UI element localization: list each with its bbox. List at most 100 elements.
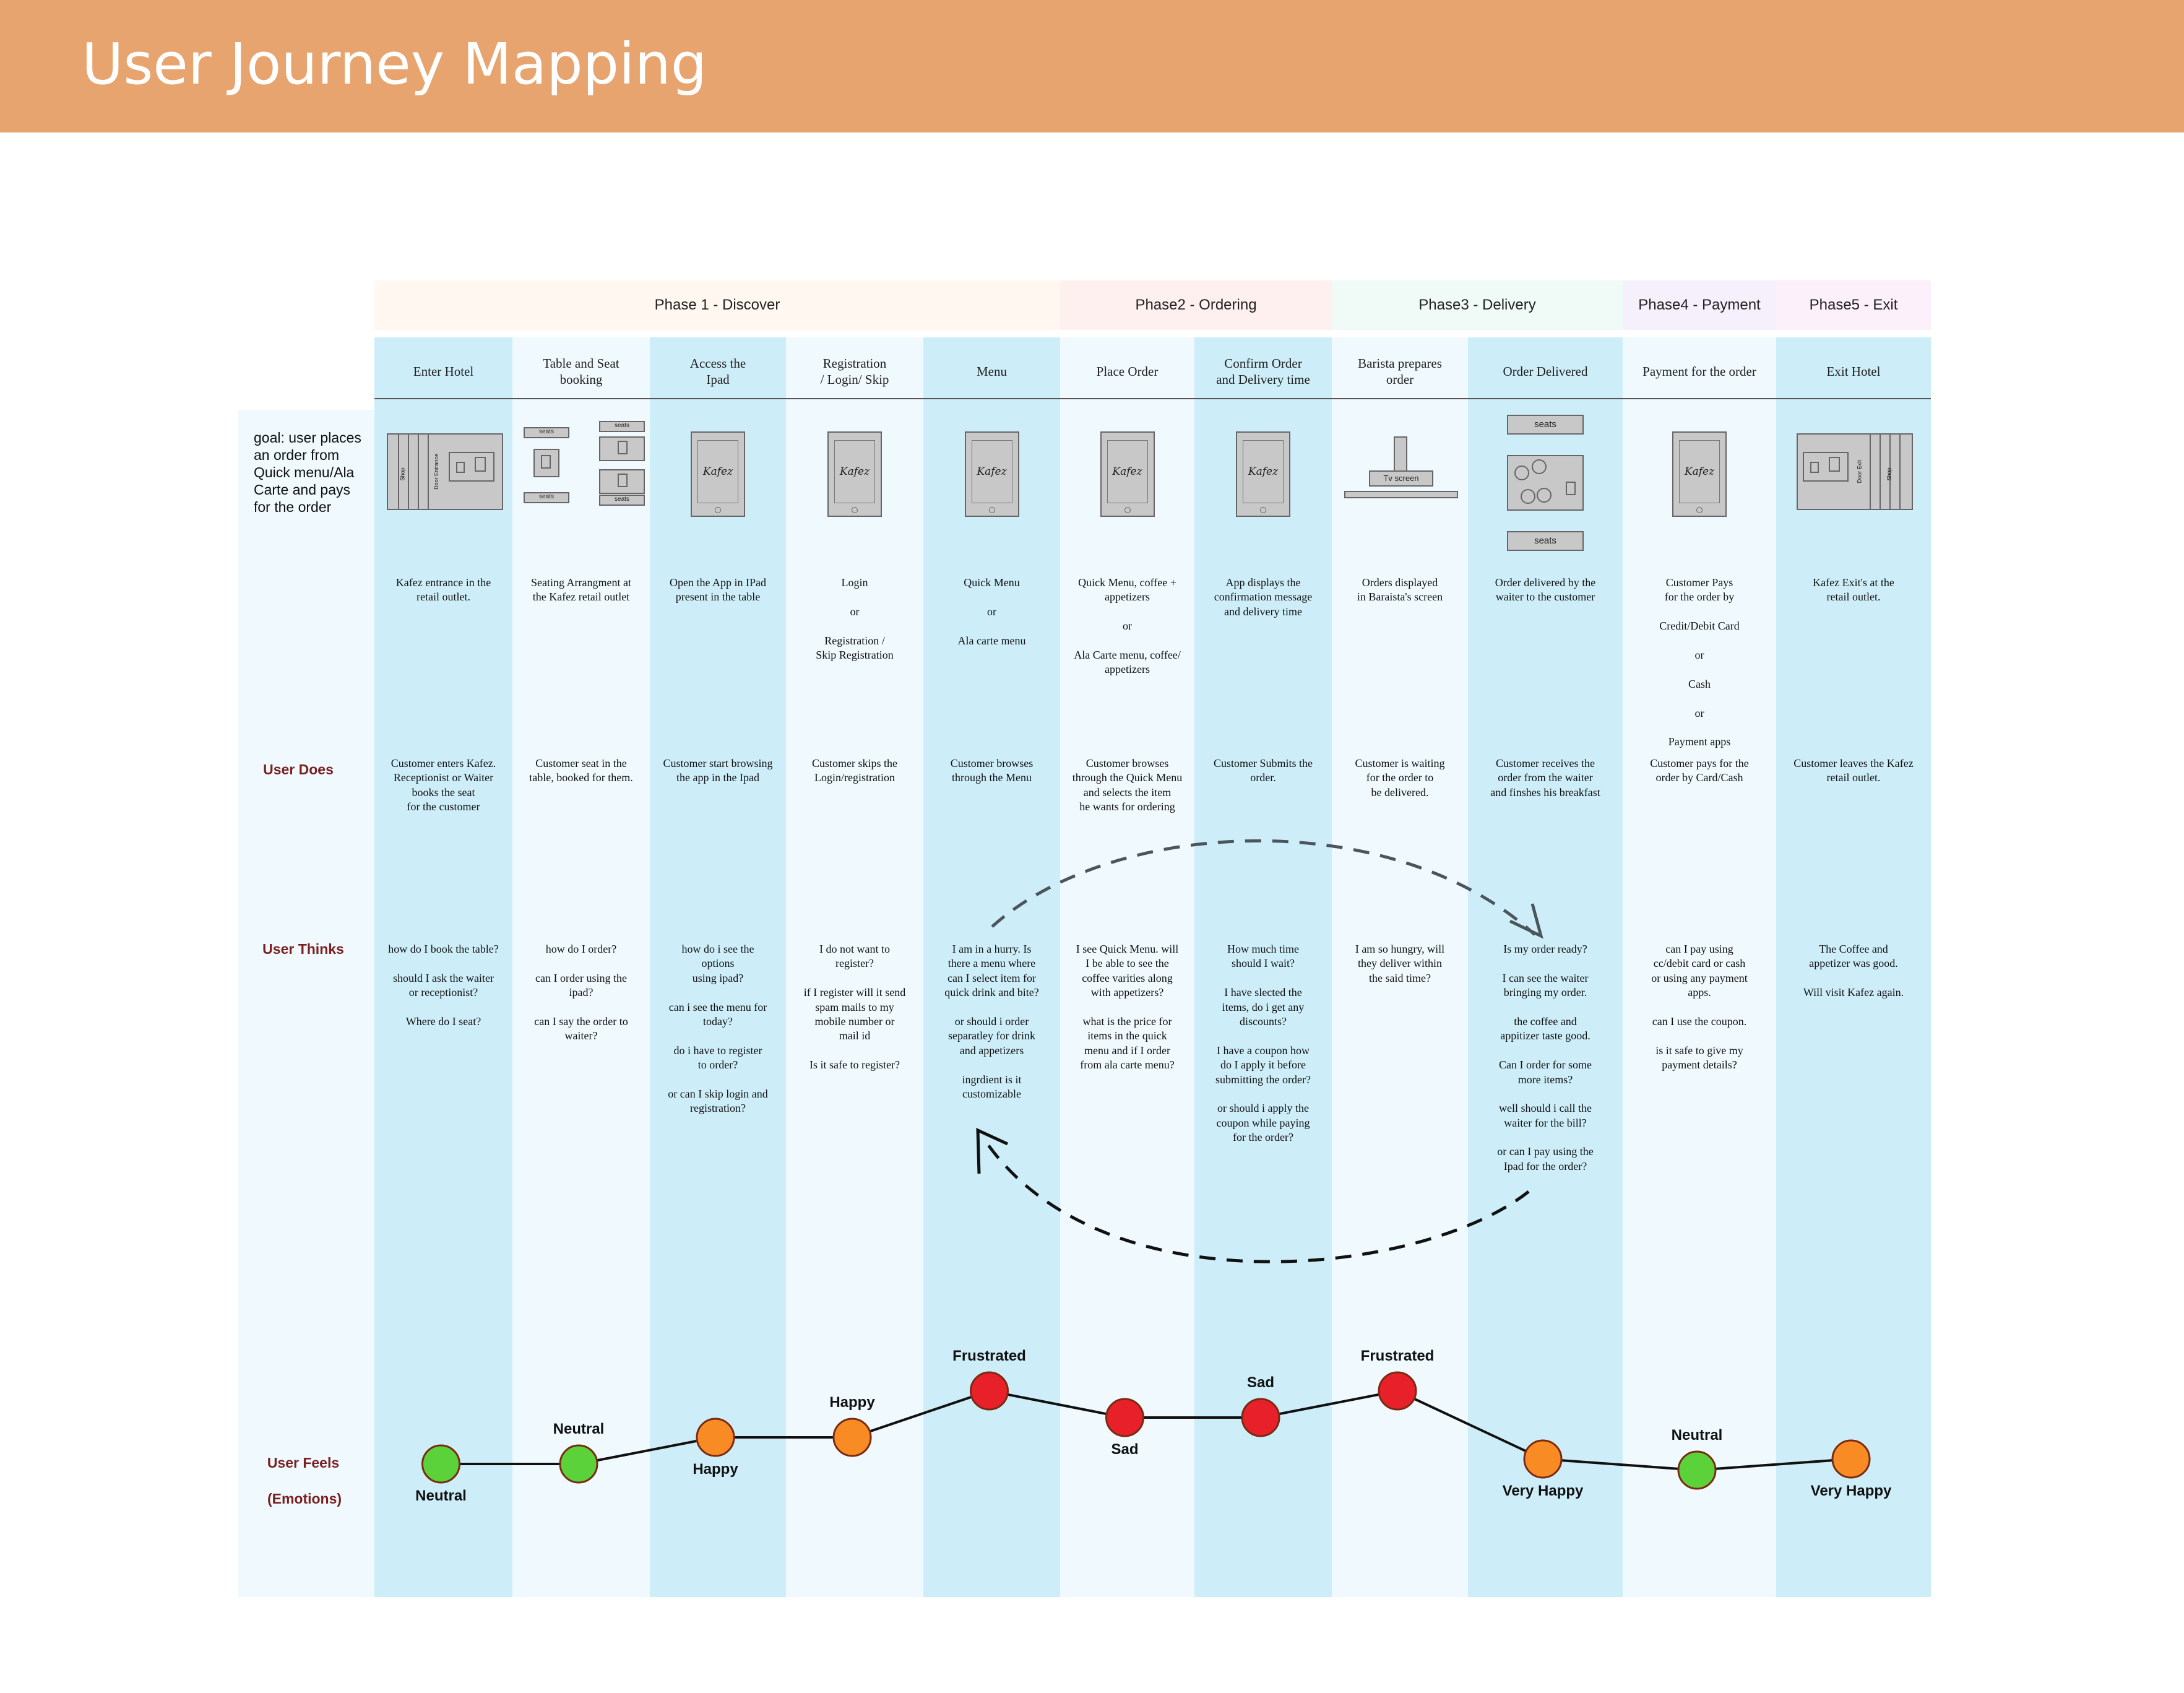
ipad-home-button bbox=[852, 507, 858, 513]
kafez-ipad-icon: Kafez bbox=[1672, 431, 1727, 517]
emotion-label: Sad bbox=[1246, 1374, 1275, 1391]
step-column bbox=[1060, 337, 1194, 1597]
emotion-node bbox=[1241, 1398, 1280, 1437]
step-title: Enter Hotel bbox=[413, 363, 474, 379]
seat-label: seats bbox=[599, 421, 645, 432]
step-column bbox=[650, 337, 786, 1597]
step-description: Kafez entrance in the retail outlet. bbox=[395, 576, 491, 604]
emotion-node bbox=[559, 1444, 598, 1484]
page-title: User Journey Mapping bbox=[82, 31, 707, 97]
ipad-screen-logo: Kafez bbox=[1107, 440, 1148, 503]
emotion-label: Very Happy bbox=[1810, 1483, 1892, 1499]
kafez-ipad-icon: Kafez bbox=[827, 431, 882, 517]
ipad-home-button bbox=[1260, 507, 1266, 513]
step-column bbox=[1776, 337, 1931, 1597]
kafez-ipad-icon: Kafez bbox=[691, 431, 745, 517]
cup-icon bbox=[1514, 465, 1529, 480]
register-icon bbox=[474, 457, 486, 472]
emotion-label: Neutral bbox=[553, 1421, 605, 1437]
emotion-node bbox=[1831, 1439, 1871, 1479]
user-does-text: Customer browses through the Menu bbox=[950, 757, 1034, 784]
kafez-ipad-icon: Kafez bbox=[964, 431, 1019, 517]
user-thinks-text: I do not want to register? if I register… bbox=[803, 943, 906, 1072]
user-does-text: Customer enters Kafez. Receptionist or W… bbox=[391, 757, 496, 813]
step-title: Barista prepares order bbox=[1358, 355, 1442, 387]
phase-5-header: Phase5 - Exit bbox=[1776, 280, 1931, 330]
row-label-user-does: User Does bbox=[263, 761, 334, 777]
user-does-text: Customer Submits the order. bbox=[1213, 757, 1313, 784]
user-thinks-text: how do i see the options using ipad? can… bbox=[668, 943, 768, 1115]
cup-icon bbox=[1537, 488, 1552, 503]
emotion-trend-line bbox=[441, 1389, 1852, 1472]
user-thinks-text: I see Quick Menu. will I be able to see … bbox=[1076, 943, 1179, 1072]
step-description: Open the App in IPad present in the tabl… bbox=[670, 576, 766, 604]
user-does-text: Customer leaves the Kafez retail outlet. bbox=[1793, 757, 1914, 784]
step-title: Place Order bbox=[1096, 363, 1159, 379]
step-description: Quick Menu or Ala carte menu bbox=[957, 576, 1026, 647]
seat-label: seats bbox=[524, 492, 569, 503]
step-description: Seating Arrangment at the Kafez retail o… bbox=[531, 576, 631, 604]
user-does-text: Customer is waiting for the order to be … bbox=[1355, 757, 1445, 799]
barista-counter-icon bbox=[1344, 491, 1458, 498]
step-description: Login or Registration / Skip Registratio… bbox=[816, 576, 894, 661]
ipad-screen-logo: Kafez bbox=[971, 440, 1012, 503]
emotion-node bbox=[696, 1418, 735, 1457]
emotion-node bbox=[1378, 1371, 1417, 1411]
phase-4-header: Phase4 - Payment bbox=[1623, 280, 1776, 330]
phase-1-header: Phase 1 - Discover bbox=[374, 280, 1060, 330]
step-description: Customer Pays for the order by Credit/De… bbox=[1659, 576, 1740, 748]
user-does-text: Customer pays for the order by Card/Cash bbox=[1650, 757, 1749, 784]
user-thinks-text: I am in a hurry. Is there a menu where c… bbox=[944, 943, 1039, 1100]
chair-icon bbox=[618, 441, 628, 454]
shop-wall-stripe bbox=[1889, 433, 1901, 510]
tv-screen-icon: Tv screen bbox=[1369, 470, 1433, 487]
user-thinks-text: How much time should I wait? I have slec… bbox=[1215, 943, 1311, 1144]
ipad-on-table-icon bbox=[1566, 482, 1576, 495]
emotion-label: Neutral bbox=[1671, 1427, 1723, 1444]
stool-icon bbox=[1810, 462, 1819, 473]
ipad-home-button bbox=[1696, 507, 1703, 513]
back-loop-arrowhead bbox=[976, 1128, 1009, 1174]
stool-icon bbox=[455, 462, 465, 473]
seat-label: seats bbox=[599, 495, 645, 506]
user-thinks-text: Is my order ready? I can see the waiter … bbox=[1497, 943, 1594, 1172]
row-label-column bbox=[238, 410, 374, 1597]
emotion-node bbox=[1677, 1450, 1717, 1490]
step-description: Order delivered by the waiter to the cus… bbox=[1495, 576, 1596, 604]
ipad-screen-logo: Kafez bbox=[697, 440, 738, 503]
emotion-label: Frustrated bbox=[952, 1348, 1026, 1364]
user-does-text: Customer start browsing the app in the I… bbox=[663, 757, 773, 784]
step-title: Payment for the order bbox=[1642, 363, 1756, 379]
forward-loop-arrow bbox=[991, 839, 1536, 936]
emotion-label: Happy bbox=[829, 1394, 875, 1411]
emotion-line bbox=[421, 1371, 1871, 1490]
emotion-node bbox=[1105, 1398, 1144, 1437]
kafez-ipad-icon: Kafez bbox=[1236, 431, 1290, 517]
step-title: Registration / Login/ Skip bbox=[820, 355, 889, 387]
table-icon bbox=[533, 449, 559, 477]
title-banner: User Journey Mapping bbox=[0, 0, 2184, 132]
step-title: Table and Seat booking bbox=[543, 355, 619, 387]
user-does-text: Customer browses through the Quick Menu … bbox=[1072, 757, 1183, 813]
phase-2-header: Phase2 - Ordering bbox=[1060, 280, 1332, 330]
step-column bbox=[1194, 337, 1332, 1597]
emotion-label: Happy bbox=[693, 1461, 738, 1478]
emotion-label: Very Happy bbox=[1502, 1483, 1584, 1499]
user-does-text: Customer receives the order from the wai… bbox=[1490, 757, 1600, 799]
shop-wall-stripe bbox=[417, 433, 429, 510]
step-description: Quick Menu, coffee + appetizers or Ala C… bbox=[1074, 576, 1181, 676]
user-does-text: Customer skips the Login/registration bbox=[812, 757, 897, 784]
emotion-node bbox=[421, 1444, 460, 1484]
step-column bbox=[786, 337, 923, 1597]
step-title: Access the Ipad bbox=[689, 355, 746, 387]
row-label-user-thinks: User Thinks bbox=[262, 941, 344, 957]
row-label-user-feels: User Feels bbox=[267, 1455, 340, 1471]
row-label-emotions: (Emotions) bbox=[267, 1491, 342, 1507]
seat-label: seats bbox=[1507, 531, 1584, 551]
emotion-label: Neutral bbox=[415, 1487, 467, 1504]
step-column bbox=[512, 337, 650, 1597]
back-loop-arrow bbox=[982, 1138, 1530, 1263]
emotion-node bbox=[1523, 1439, 1563, 1479]
step-title: Order Delivered bbox=[1503, 363, 1588, 379]
